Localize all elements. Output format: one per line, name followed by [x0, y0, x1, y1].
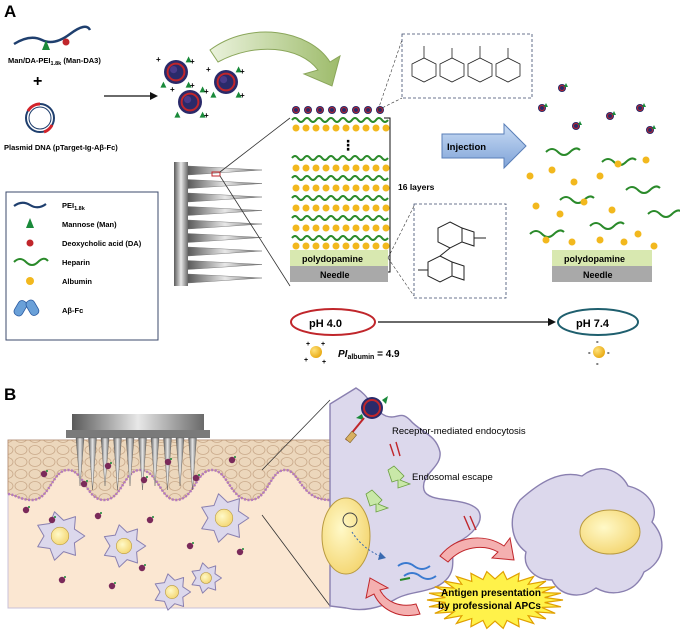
neighbor-apc-cell [511, 468, 663, 596]
ph-start-label: pH 4.0 [309, 318, 342, 330]
ph-end-label: pH 7.4 [576, 318, 610, 330]
svg-text:-: - [588, 348, 591, 357]
injection-arrow: Injection [441, 122, 527, 170]
svg-text:+: + [190, 81, 195, 90]
svg-text:Albumin: Albumin [62, 277, 92, 286]
svg-text:PEI1.8k: PEI1.8k [62, 201, 86, 212]
intracellular-trafficking [342, 512, 477, 581]
needle-label: Needle [320, 270, 350, 280]
antigen-line2: by professional APCs [438, 601, 541, 612]
released-components [526, 83, 680, 250]
man-da-pei-polymer [13, 25, 92, 50]
ph-start-ellipse [290, 308, 376, 336]
polydopamine-label-after: polydopamine [564, 254, 625, 264]
svg-text:Heparin: Heparin [62, 258, 90, 267]
escape-arrow-2 [365, 489, 390, 513]
man-da-label: Man/DA-PEI1.8k (Man-DA3) [8, 56, 101, 67]
svg-text:Mannose (Man): Mannose (Man) [62, 220, 117, 229]
microneedle-array-inserted [66, 414, 210, 491]
svg-text:+: + [170, 85, 175, 94]
svg-text:+: + [190, 57, 195, 66]
needle-base [290, 266, 388, 282]
pi-albumin-label: PIalbumin = 4.9 [338, 349, 400, 361]
antigen-line1: Antigen presentation [441, 588, 541, 599]
svg-text:+: + [204, 87, 209, 96]
legend-heparin-row: Heparin [13, 257, 90, 267]
svg-text:+: + [204, 111, 209, 120]
svg-text:+: + [322, 359, 326, 366]
legend-albumin-row: Albumin [26, 277, 92, 286]
svg-text:⋮: ⋮ [341, 137, 355, 153]
albumin-negative-icon: - - - - [588, 337, 610, 368]
needle-label-after: Needle [583, 270, 613, 280]
svg-text:-: - [596, 337, 599, 346]
ph-end-ellipse [557, 308, 639, 336]
svg-text:+: + [240, 67, 245, 76]
albumin-positive-icon: + + + + [304, 341, 326, 366]
polyplex-endocytosis [345, 396, 388, 444]
antigen-presentation-burst [426, 570, 564, 630]
plasmid-label: Plasmid DNA (pTarget-Ig-Aβ-Fc) [4, 143, 118, 152]
panel-b-label: B [4, 385, 16, 404]
polydopamine-label: polydopamine [302, 254, 363, 264]
receptor-endocytosis-label: Receptor-mediated endocytosis [392, 426, 526, 437]
svg-text:-: - [596, 359, 599, 368]
plus-sign: + [33, 73, 42, 90]
red-arrow-return [365, 577, 421, 616]
legend-pei-row: PEI1.8k [13, 201, 86, 212]
endosomal-escape-label: Endosomal escape [412, 472, 493, 483]
plasmid-icon [25, 102, 55, 134]
heparin-structure-box [377, 33, 533, 111]
microneedle-patch [174, 117, 291, 287]
svg-text:Deoxycholic acid (DA): Deoxycholic acid (DA) [62, 239, 142, 248]
dermis-cells [22, 456, 250, 611]
layer-stack: ⋮ 16 layers polydopamine Needle [290, 106, 435, 282]
panel-a-label: A [4, 2, 16, 21]
polyplex-complexes: + + + + + + + + + [156, 55, 245, 120]
injection-label: Injection [447, 142, 486, 153]
needle-base-after [552, 266, 652, 282]
legend-abfc-row: Aβ-Fc [13, 299, 83, 317]
receptor-icon [389, 441, 401, 457]
svg-text:+: + [206, 65, 211, 74]
legend-da-row: Deoxycholic acid (DA) [26, 239, 142, 248]
svg-text:+: + [321, 341, 325, 348]
svg-text:+: + [156, 55, 161, 64]
svg-text:Aβ-Fc: Aβ-Fc [62, 306, 83, 315]
svg-text:+: + [306, 341, 310, 348]
svg-text:-: - [607, 348, 610, 357]
svg-text:+: + [304, 357, 308, 364]
polydopamine-layer [290, 250, 388, 266]
polydopamine-layer-after [552, 250, 652, 266]
curved-arrow [209, 31, 341, 87]
svg-text:+: + [240, 91, 245, 100]
polydopamine-structure-box [387, 203, 507, 299]
escape-arrow-1 [387, 465, 412, 489]
red-arrow-to-apc [439, 536, 515, 563]
sixteen-layers-label: 16 layers [398, 182, 435, 192]
legend-mannose-row: Mannose (Man) [26, 218, 117, 229]
